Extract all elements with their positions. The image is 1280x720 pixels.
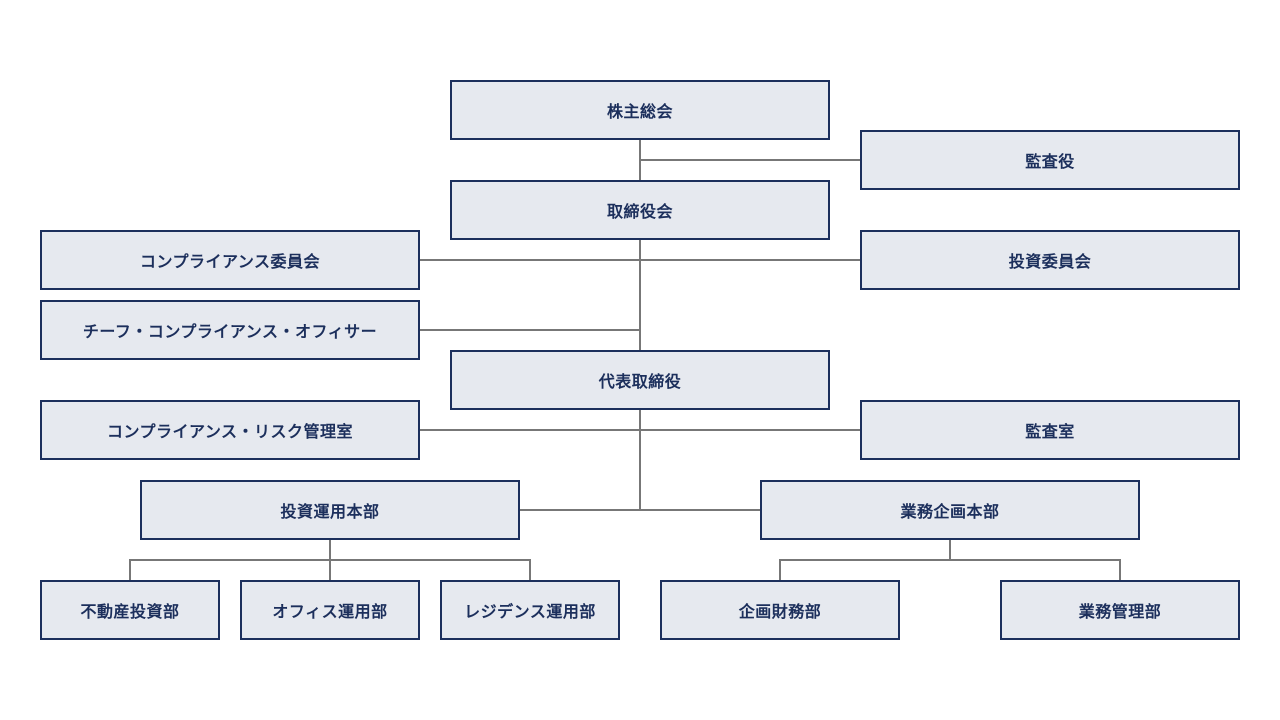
business-administration-dept-box: 業務管理部 [1000, 580, 1240, 640]
residence-management-dept-box: レジデンス運用部 [440, 580, 620, 640]
audit-office-box: 監査室 [860, 400, 1240, 460]
shareholders-meeting-box: 株主総会 [450, 80, 830, 140]
real-estate-investment-dept-box: 不動産投資部 [40, 580, 220, 640]
compliance-risk-office-box: コンプライアンス・リスク管理室 [40, 400, 420, 460]
board-of-directors-box: 取締役会 [450, 180, 830, 240]
compliance-committee-box: コンプライアンス委員会 [40, 230, 420, 290]
office-management-dept-box: オフィス運用部 [240, 580, 420, 640]
representative-director-box: 代表取締役 [450, 350, 830, 410]
chief-compliance-officer-box: チーフ・コンプライアンス・オフィサー [40, 300, 420, 360]
auditor-box: 監査役 [860, 130, 1240, 190]
investment-management-division-box: 投資運用本部 [140, 480, 520, 540]
planning-finance-dept-box: 企画財務部 [660, 580, 900, 640]
investment-committee-box: 投資委員会 [860, 230, 1240, 290]
business-planning-division-box: 業務企画本部 [760, 480, 1140, 540]
